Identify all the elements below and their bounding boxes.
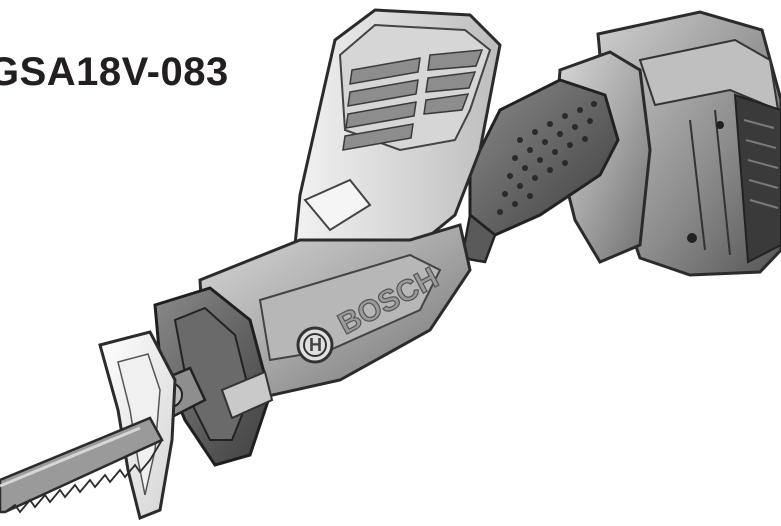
model-title: GSA18V-083 bbox=[0, 50, 229, 94]
logo-glyph: H bbox=[309, 335, 322, 355]
grip-texture bbox=[497, 101, 597, 215]
brand-logo: H bbox=[296, 326, 334, 364]
air-vents bbox=[342, 49, 484, 151]
saw-blade bbox=[0, 416, 164, 514]
handle-grip bbox=[460, 78, 620, 264]
gear-housing: BOSCH H bbox=[198, 223, 472, 402]
motor-housing bbox=[293, 8, 502, 272]
